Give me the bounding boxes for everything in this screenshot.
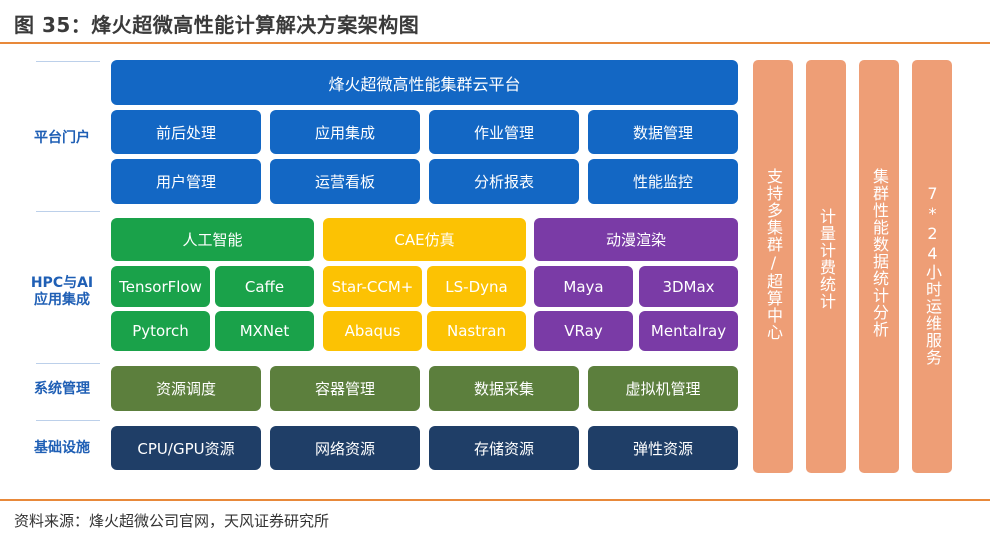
portal-header: 烽火超微高性能集群云平台 (111, 60, 738, 105)
ai-item: Caffe (215, 266, 314, 307)
side-column-label: 支持多集群/超算中心 (764, 168, 783, 341)
system-item: 数据采集 (429, 366, 579, 411)
side-column-label: 计量计费统计 (817, 208, 836, 310)
render-item: VRay (534, 311, 633, 351)
infra-item: 弹性资源 (588, 426, 738, 470)
cae-item: LS-Dyna (427, 266, 526, 307)
side-column-label: 集群性能数据统计分析 (870, 168, 889, 338)
portal-item: 运营看板 (270, 159, 420, 204)
row-label-portal: 平台门户 (34, 130, 90, 146)
row-label-system: 系统管理 (34, 381, 90, 397)
ai-item: MXNet (215, 311, 314, 351)
portal-item: 分析报表 (429, 159, 579, 204)
side-column-performance-stats: 集群性能数据统计分析 (859, 60, 899, 473)
portal-item: 作业管理 (429, 110, 579, 154)
render-item: Mentalray (639, 311, 738, 351)
ai-item: Pytorch (111, 311, 210, 351)
render-header: 动漫渲染 (534, 218, 738, 261)
figure-source: 资料来源：烽火超微公司官网，天风证券研究所 (14, 512, 330, 530)
system-item: 资源调度 (111, 366, 261, 411)
system-item: 容器管理 (270, 366, 420, 411)
side-column-label: 7*24小时运维服务 (923, 184, 942, 366)
row-label-hpc-ai-line2: 应用集成 (34, 292, 90, 308)
cae-header: CAE仿真 (323, 218, 526, 261)
cae-item: Abaqus (323, 311, 422, 351)
infra-item: CPU/GPU资源 (111, 426, 261, 470)
side-column-multi-cluster: 支持多集群/超算中心 (753, 60, 793, 473)
title-divider (0, 42, 990, 44)
infra-item: 存储资源 (429, 426, 579, 470)
row-separator (36, 420, 100, 421)
portal-item: 应用集成 (270, 110, 420, 154)
ai-header: 人工智能 (111, 218, 314, 261)
row-separator (36, 363, 100, 364)
side-column-metering: 计量计费统计 (806, 60, 846, 473)
portal-item: 用户管理 (111, 159, 261, 204)
row-label-hpc-ai-line1: HPC与AI (30, 275, 94, 291)
cae-item: Star-CCM+ (323, 266, 422, 307)
row-separator (36, 61, 100, 62)
render-item: 3DMax (639, 266, 738, 307)
side-column-ops-service: 7*24小时运维服务 (912, 60, 952, 473)
ai-item: TensorFlow (111, 266, 210, 307)
portal-item: 数据管理 (588, 110, 738, 154)
portal-item: 前后处理 (111, 110, 261, 154)
row-label-infra: 基础设施 (34, 440, 90, 456)
source-divider (0, 499, 990, 501)
portal-item: 性能监控 (588, 159, 738, 204)
system-item: 虚拟机管理 (588, 366, 738, 411)
render-item: Maya (534, 266, 633, 307)
row-separator (36, 211, 100, 212)
cae-item: Nastran (427, 311, 526, 351)
infra-item: 网络资源 (270, 426, 420, 470)
figure-title: 图 35：烽火超微高性能计算解决方案架构图 (14, 13, 420, 37)
